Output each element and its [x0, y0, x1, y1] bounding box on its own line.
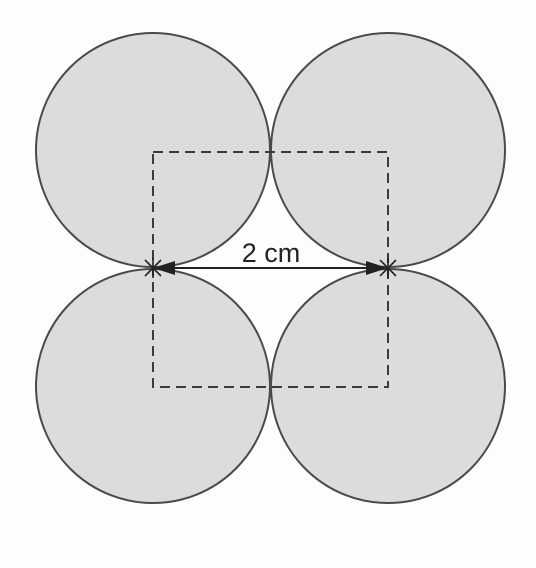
cross-marker-right-icon: [379, 258, 397, 278]
dimension-label: 2 cm: [242, 238, 301, 268]
cross-marker-left-icon: [144, 258, 162, 278]
arrow-left-icon: [153, 261, 175, 275]
arrow-right-icon: [366, 261, 388, 275]
lobe-top-right: [270, 32, 506, 268]
lobe-top-left: [35, 32, 271, 268]
